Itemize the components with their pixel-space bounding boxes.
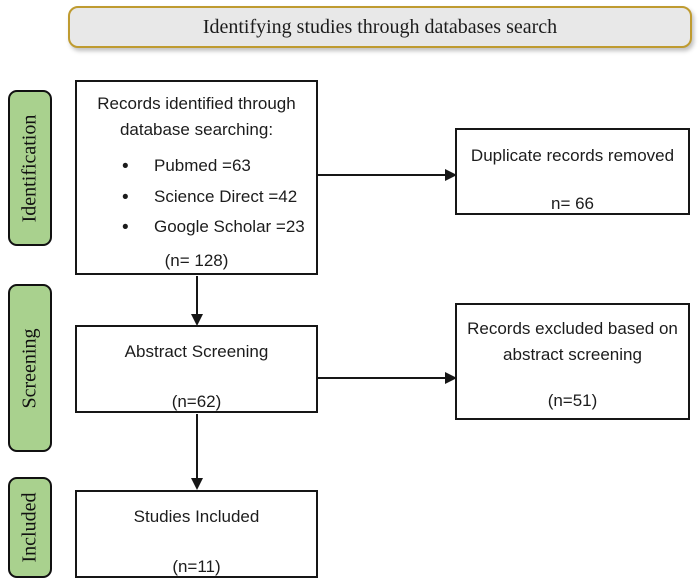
stage-label-included: Included xyxy=(8,477,52,578)
records-identified-line2: database searching: xyxy=(119,119,274,139)
box-records-identified: Records identified through database sear… xyxy=(75,80,318,275)
diagram-title: Identifying studies through databases se… xyxy=(202,15,558,38)
records-excluded-count: (n=51) xyxy=(547,391,598,410)
duplicates-removed-count: n= 66 xyxy=(550,193,594,213)
arrow-abstract-to-excluded xyxy=(318,372,457,384)
box-records-excluded: Records excluded based on abstract scree… xyxy=(455,303,690,420)
studies-included-count: (n=11) xyxy=(172,556,221,576)
arrow-records-to-abstract xyxy=(191,276,203,326)
list-item: Pubmed =63 xyxy=(122,153,316,181)
list-item: Google Scholar =23 xyxy=(122,214,316,242)
stage-label-text: Identification xyxy=(18,114,41,222)
duplicates-removed-line1: Duplicate records removed xyxy=(470,146,675,165)
stage-label-screening: Screening xyxy=(8,284,52,452)
abstract-screening-line1: Abstract Screening xyxy=(124,342,269,361)
records-identified-count: (n= 128) xyxy=(164,250,229,270)
abstract-screening-count: (n=62) xyxy=(171,391,222,411)
records-identified-line1: Records identified through xyxy=(97,94,296,113)
database-counts-list: Pubmed =63 Science Direct =42 Google Sch… xyxy=(77,153,316,242)
diagram-title-banner: Identifying studies through databases se… xyxy=(68,6,692,48)
stage-label-text: Screening xyxy=(18,328,41,408)
stage-label-text: Included xyxy=(18,492,41,563)
box-studies-included: Studies Included (n=11) xyxy=(75,490,318,578)
list-item: Science Direct =42 xyxy=(122,184,316,212)
records-excluded-line1: Records excluded based on xyxy=(467,319,678,338)
box-duplicates-removed: Duplicate records removed n= 66 xyxy=(455,128,690,215)
arrow-abstract-to-included xyxy=(191,414,203,490)
arrow-records-to-duplicates xyxy=(318,169,457,181)
records-excluded-line2: abstract screening xyxy=(503,344,642,364)
stage-label-identification: Identification xyxy=(8,90,52,246)
box-abstract-screening: Abstract Screening (n=62) xyxy=(75,325,318,413)
studies-included-line1: Studies Included xyxy=(133,507,260,526)
